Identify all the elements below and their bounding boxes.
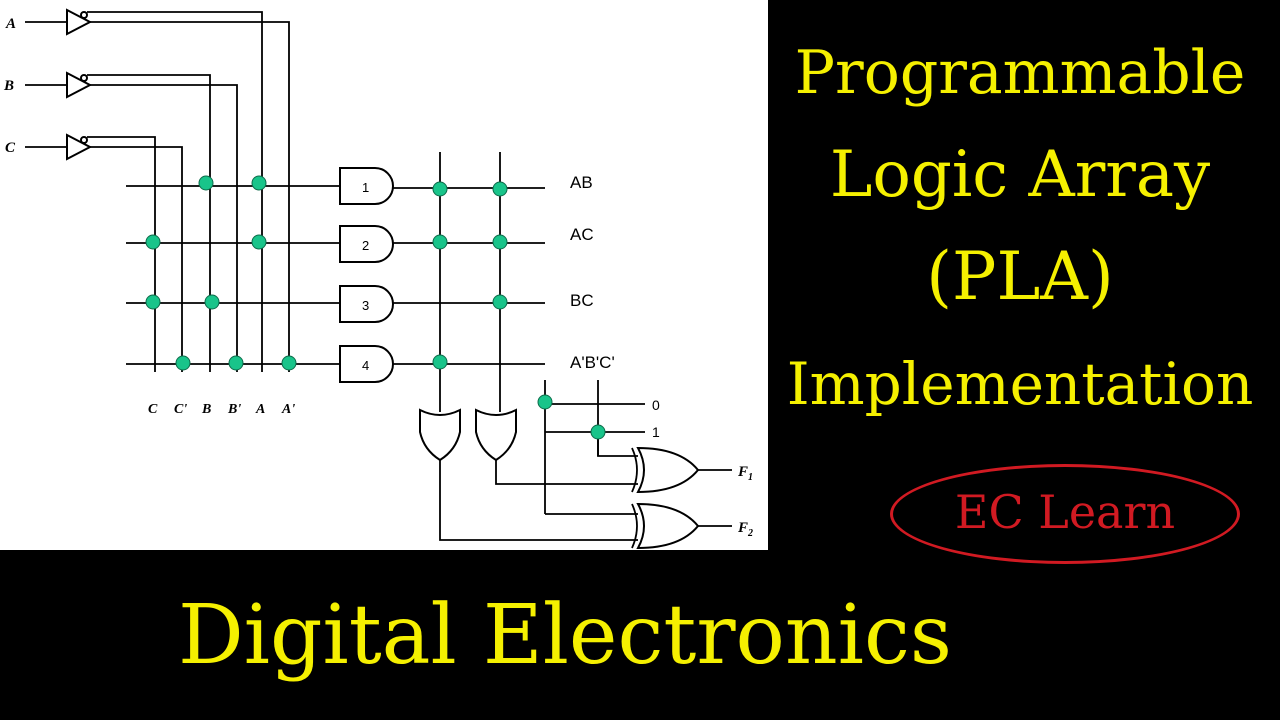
column-label-a-prime: A' <box>281 402 295 417</box>
or-gate-1 <box>419 408 461 462</box>
title-line-4: Implementation <box>786 350 1254 418</box>
buffer-output-wires <box>87 11 290 372</box>
and-gates: 1 2 3 4 <box>339 167 394 383</box>
diagram-background <box>0 0 768 550</box>
xor-gate-1-back <box>631 447 638 493</box>
product-term-ac: AC <box>570 225 594 244</box>
input-buffer-gates <box>66 8 93 161</box>
constant-label-0: 0 <box>652 397 660 413</box>
inverter-bubble-c <box>80 136 88 144</box>
column-labels: C C' B B' A A' <box>148 402 295 417</box>
buffer-gate-c <box>66 133 93 161</box>
input-label-c: C <box>5 140 16 156</box>
brand-text: EC Learn <box>954 485 1176 539</box>
brand-badge: EC Learn <box>890 464 1240 564</box>
output-label-f1: F1 <box>737 464 753 483</box>
and-gate-4 <box>339 345 394 383</box>
or-gates <box>419 408 517 462</box>
connection-dots <box>145 175 606 440</box>
column-label-c: C <box>148 402 158 417</box>
title-line-3: (PLA) <box>926 238 1114 315</box>
and-gate-2 <box>339 225 394 263</box>
output-wires <box>698 469 732 527</box>
column-label-b: B <box>201 402 211 417</box>
product-term-bc: BC <box>570 291 594 310</box>
or-array-rows <box>393 187 545 365</box>
column-label-a: A <box>255 402 265 417</box>
constant-label-1: 1 <box>652 424 660 440</box>
inverter-bubble-b <box>80 74 88 82</box>
footer-title: Digital Electronics <box>178 588 952 683</box>
inverter-bubble-a <box>80 11 88 19</box>
column-label-b-prime: B' <box>227 402 241 417</box>
xor-gates <box>631 446 700 550</box>
xor-gate-2-back <box>631 503 638 549</box>
pla-circuit-diagram: A B C C C' B B' A A' <box>0 0 768 550</box>
title-line-1: Programmable <box>794 38 1246 108</box>
and-gate-3 <box>339 285 394 323</box>
xor-gate-1 <box>636 446 700 494</box>
and-gate-label-3: 3 <box>362 298 369 313</box>
output-label-f2: F2 <box>737 520 753 539</box>
and-gate-label-4: 4 <box>362 358 369 373</box>
product-term-ab: AB <box>570 173 593 192</box>
and-gate-1 <box>339 167 394 205</box>
input-wires <box>25 21 67 148</box>
column-label-c-prime: C' <box>174 402 187 417</box>
title-line-2: Logic Array <box>829 138 1211 212</box>
and-gate-label-1: 1 <box>362 180 369 195</box>
product-term-labels: AB AC BC A'B'C' <box>570 173 615 372</box>
or-gate-2 <box>475 408 517 462</box>
input-label-a: A <box>5 16 16 32</box>
xor-gate-2 <box>636 502 700 550</box>
buffer-gate-b <box>66 71 93 99</box>
xor-input-wires <box>439 432 638 541</box>
product-term-a-b-c-prime: A'B'C' <box>570 353 615 372</box>
and-gate-label-2: 2 <box>362 238 369 253</box>
input-label-b: B <box>3 78 14 94</box>
buffer-gate-a <box>66 8 93 36</box>
